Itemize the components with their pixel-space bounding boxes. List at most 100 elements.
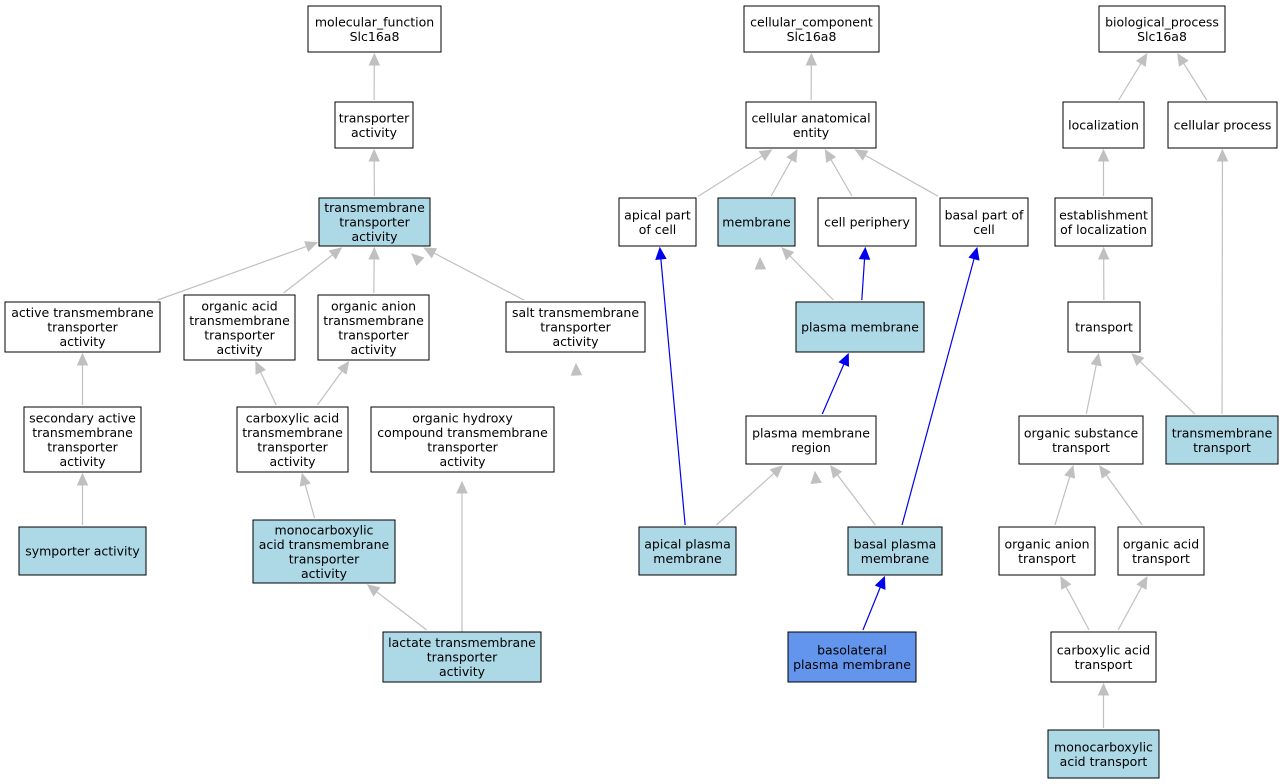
edge-line [770,158,793,197]
edge-line [864,154,939,197]
term-box [252,519,396,584]
term-node-oanta[interactable]: organic aniontransmembranetransporteract… [317,294,430,361]
edge-tmt-to-cproc [1216,148,1229,415]
term-box [717,197,796,247]
term-label-line: transmembrane [32,425,133,440]
edge-ost-to-tr [1085,352,1102,415]
term-node-cproc[interactable]: cellular process [1167,101,1278,149]
edge-line [1139,360,1196,415]
term-label-line: membrane [722,215,791,230]
term-label-line: apical plasma [644,536,730,551]
edge-cae-to-cc [805,52,818,101]
edge-atta-to-tmta [157,241,319,301]
term-label-line: transporter [338,327,409,342]
term-node-pm[interactable]: plasma membrane [795,301,925,353]
term-label-line: organic acid [1123,536,1199,551]
term-label-line: of cell [639,222,677,237]
edge-cat-to-oant [1060,575,1090,631]
term-box [1018,415,1144,465]
edge-mct-to-cat [1097,682,1110,728]
edge-arrowhead [829,465,843,479]
term-label-line: basal part of [945,207,1024,222]
edge-arrowhead [368,148,380,162]
edge-bpm-to-pmr [829,465,876,526]
edge-line [862,586,882,631]
edge-line [375,590,428,631]
term-node-loc[interactable]: localization [1062,101,1145,149]
term-label-line: activity [216,342,263,357]
term-node-satta[interactable]: secondary activetransmembranetransporter… [23,406,142,473]
edge-line [788,254,834,301]
term-box [318,197,431,247]
edge-arrowhead [1097,246,1110,260]
edge-apm-to-apc [655,246,686,526]
edge-line [1054,475,1071,526]
term-box [1167,101,1278,149]
edge-line [1065,585,1090,631]
edge-loc-to-bp [1118,52,1148,101]
term-node-oatta[interactable]: organic acidtransmembranetransporteracti… [183,294,296,361]
term-node-catta[interactable]: carboxylic acidtransmembranetransportera… [236,406,349,473]
term-label-line: transporter [47,320,118,335]
edge-line [157,245,308,301]
edge-satta-to-atta [76,352,89,405]
term-label-line: localization [1068,118,1139,133]
edge-line [901,257,975,526]
term-node-sym[interactable]: symporter activity [18,526,147,576]
term-label-line: cellular anatomical [751,110,870,125]
term-label-line: transmembrane [323,313,424,328]
edge-tr-to-eol [1097,246,1110,301]
edge-stta-to-tmta [423,247,525,301]
edge-arrowhead [1097,148,1110,162]
term-box [334,101,414,149]
edge-arrowhead [76,352,89,366]
edge-arrowhead [824,148,837,163]
term-node-tr[interactable]: transport [1067,301,1141,353]
edge-catta-to-oanta [316,361,350,406]
edge-layer [76,52,1229,728]
edge-arrowhead [769,465,783,478]
term-node-cp[interactable]: cell periphery [817,197,917,247]
term-box [795,301,925,353]
edge-line [697,154,764,197]
term-label-line: activity [301,566,348,581]
edge-line [836,473,876,526]
edge-arrowhead [1177,52,1189,67]
edge-arrowhead [328,247,343,260]
edge-arrowhead [968,246,980,261]
term-node-mem[interactable]: membrane [717,197,796,247]
term-label-line: secondary active [29,410,136,425]
term-box [847,526,943,576]
edge-arrowhead [304,241,319,253]
edge-oact-to-ost [1099,465,1143,526]
edge-arrowhead [1090,352,1102,367]
term-label-line: transport [1052,440,1110,455]
term-label-line: cellular_component [750,14,873,29]
edge-line [1105,473,1143,526]
